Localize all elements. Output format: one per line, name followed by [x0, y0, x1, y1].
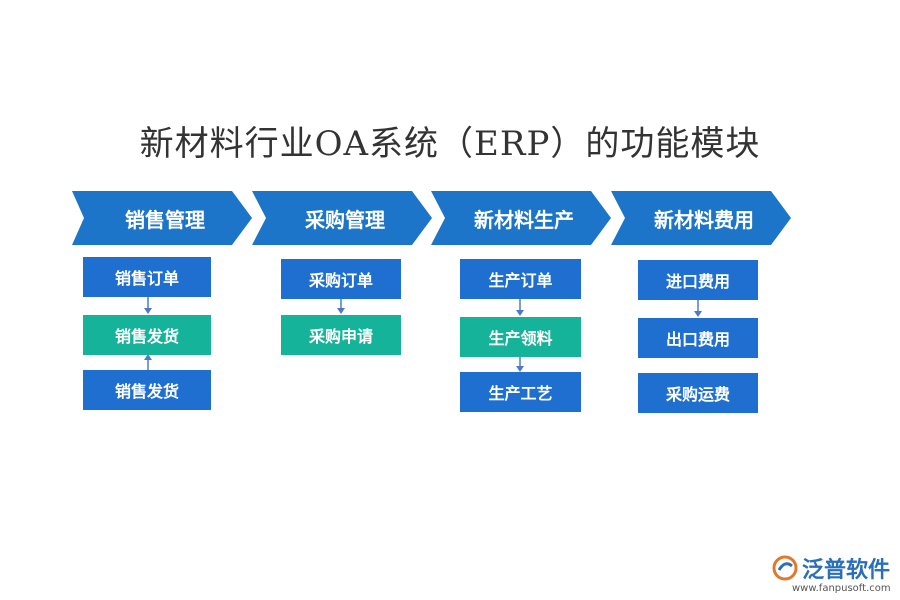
box-purchase-order: 采购订单 — [281, 259, 401, 299]
module-expense: 新材料费用 — [611, 191, 791, 245]
box-production-process: 生产工艺 — [460, 372, 581, 412]
box-sales-delivery: 销售发货 — [83, 315, 211, 355]
arrow-sales-order-to-delivery — [144, 297, 152, 314]
arrow-sales-delivery-up — [144, 354, 152, 370]
box-import-cost: 进口费用 — [638, 260, 758, 300]
box-production-material: 生产领料 — [460, 317, 581, 357]
brand-logo-name: 泛普软件 — [802, 558, 891, 583]
diagram-title: 新材料行业OA系统（ERP）的功能模块 — [139, 124, 761, 164]
module-purchase: 采购管理 — [252, 191, 432, 245]
arrow-purchase-order-to-request — [337, 299, 345, 314]
box-sales-order: 销售订单 — [83, 257, 211, 297]
brand-url: www.fanpusoft.com — [792, 583, 891, 594]
brand-logo-icon — [772, 555, 798, 581]
arrow-production-material-to-process — [516, 357, 524, 372]
module-sales: 销售管理 — [72, 191, 252, 245]
module-expense-label: 新材料费用 — [654, 207, 754, 232]
module-sales-label: 销售管理 — [125, 207, 205, 232]
arrow-production-order-to-material — [516, 299, 524, 316]
box-sales-delivery-2: 销售发货 — [83, 370, 211, 410]
module-purchase-label: 采购管理 — [305, 207, 385, 232]
box-export-cost: 出口费用 — [638, 318, 758, 358]
box-freight-cost: 采购运费 — [638, 373, 758, 413]
module-production: 新材料生产 — [431, 191, 611, 245]
box-production-order: 生产订单 — [460, 259, 581, 299]
brand-logo: 泛普软件 — [772, 552, 890, 584]
box-purchase-request: 采购申请 — [281, 315, 401, 355]
arrow-import-to-export — [694, 300, 702, 317]
module-production-label: 新材料生产 — [474, 207, 574, 232]
